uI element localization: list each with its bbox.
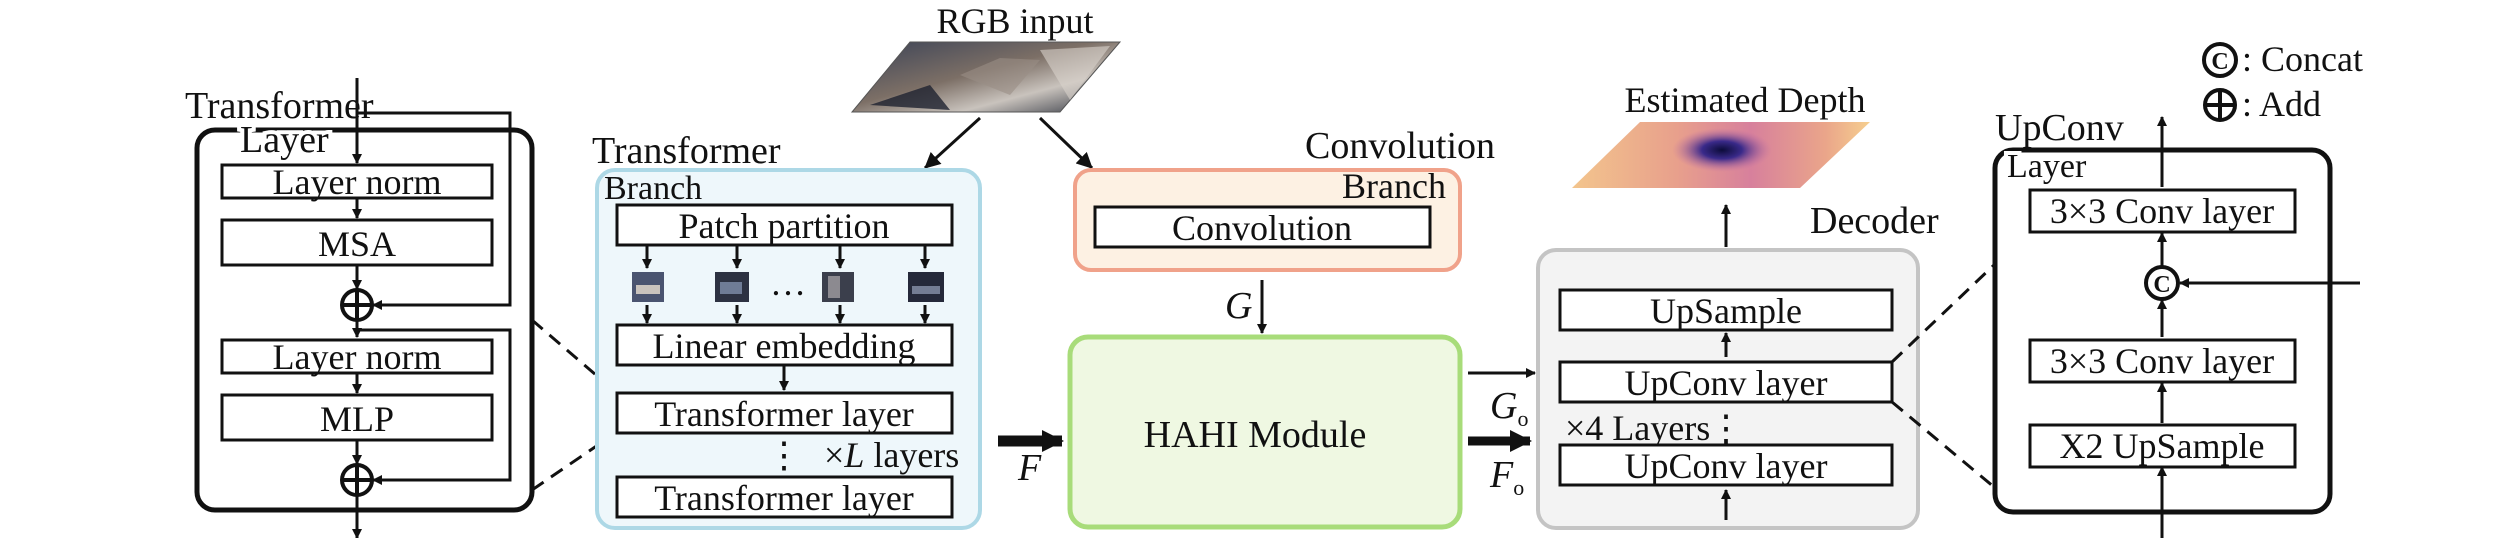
conv3x3-label-top: 3×3 Conv layer [2050, 191, 2274, 231]
legend: C : Concat : Add [2202, 39, 2363, 124]
transformer-branch-title-2: Branch [604, 170, 702, 207]
zoom-line-upconv-top [1890, 263, 1996, 364]
convolution-branch-title-1: Convolution [1305, 125, 1495, 167]
convolution-block [1093, 205, 1432, 249]
signal-go-label: Go [1490, 385, 1528, 431]
decoder-vdots: ⋮ [1708, 408, 1744, 448]
transformer-layer-panel: Transformer Layer Layer norm MSA Layer n… [185, 78, 535, 538]
transformer-layer-block-top [615, 391, 954, 435]
conv3x3-label-mid: 3×3 Conv layer [2050, 341, 2274, 381]
conv3x3-block-top [2028, 188, 2297, 234]
msa-block [220, 218, 494, 267]
transformer-layer-label-top: Transformer layer [654, 394, 914, 434]
upconv-layer-panel: UpConv Layer 3×3 Conv layer C 3×3 Conv l… [1992, 107, 2360, 538]
upconv-layer-block-top [1558, 360, 1894, 404]
transformer-repeat-label: ×L layers [824, 435, 959, 475]
add-operator-2 [340, 463, 374, 497]
upconv-layer-title-1: UpConv [1995, 107, 2124, 149]
concat-legend-label: : Concat [2242, 39, 2363, 79]
input-to-transformer-arrow [923, 116, 982, 170]
transformer-vdots: ⋮ [766, 435, 802, 475]
add-legend-icon [2203, 88, 2237, 122]
upconv-layer-label-bottom: UpConv layer [1625, 446, 1828, 486]
upconv-layer-block-bottom [1558, 443, 1894, 487]
signal-fo-label: Fo [1489, 454, 1524, 500]
signal-g-label: G [1225, 285, 1252, 327]
zoom-line-transformer-bottom [531, 430, 618, 492]
upconv-layer-label-top: UpConv layer [1625, 363, 1828, 403]
add-legend-label: : Add [2242, 84, 2321, 124]
hahi-module-frame [1067, 334, 1463, 530]
x2-upsample-label: X2 UpSample [2060, 426, 2265, 466]
concat-legend-icon: C [2202, 42, 2238, 78]
transformer-layer-title-2: Layer [240, 119, 329, 161]
rgb-input-label: RGB input [936, 1, 1093, 41]
linear-embedding-label: Linear embedding [653, 326, 916, 366]
patch-partition-block [615, 203, 954, 247]
layer-norm-block-1 [220, 163, 494, 200]
conv3x3-block-mid [2028, 338, 2297, 384]
upsample-label: UpSample [1650, 291, 1802, 331]
transformer-layer-block-bottom [615, 475, 954, 519]
layer-norm-block-2 [220, 338, 494, 375]
mlp-label: MLP [320, 399, 394, 439]
estimated-depth-label: Estimated Depth [1625, 80, 1866, 120]
convolution-label: Convolution [1172, 208, 1352, 248]
concat-operator: C [2144, 265, 2180, 301]
rgb-input-image [850, 41, 1122, 113]
decoder-title: Decoder [1810, 200, 1939, 242]
patch-partition-label: Patch partition [679, 206, 890, 246]
hahi-module-label: HAHI Module [1144, 414, 1367, 456]
linear-embedding-block [615, 323, 954, 367]
svg-text:C: C [2153, 272, 2170, 298]
upsample-block [1558, 288, 1894, 332]
mlp-block [220, 393, 494, 442]
transformer-branch: Transformer Branch Patch partition … Lin… [592, 130, 982, 530]
signal-f-label: F [1017, 447, 1042, 489]
transformer-layer-title-1: Transformer [185, 85, 374, 127]
decoder: Decoder UpSample UpConv layer ×4 Layers … [1536, 200, 1939, 530]
add-operator-1 [340, 288, 374, 322]
estimated-depth-image [1572, 122, 1870, 188]
patch-ellipsis: … [770, 263, 806, 303]
svg-text:C: C [2211, 49, 2228, 75]
convolution-branch-title-2: Branch [1342, 166, 1446, 206]
x2-upsample-block [2028, 423, 2297, 469]
layer-norm-label-2: Layer norm [273, 337, 442, 377]
msa-label: MSA [318, 224, 396, 264]
convolution-branch: Convolution Branch Convolution [1073, 125, 1495, 272]
transformer-branch-title-1: Transformer [592, 130, 781, 172]
input-to-convolution-arrow [1038, 116, 1094, 170]
decoder-repeat-label: ×4 Layers [1565, 408, 1710, 448]
upconv-layer-title-2: Layer [2007, 148, 2087, 185]
transformer-layer-label-bottom: Transformer layer [654, 478, 914, 518]
layer-norm-label-1: Layer norm [273, 162, 442, 202]
